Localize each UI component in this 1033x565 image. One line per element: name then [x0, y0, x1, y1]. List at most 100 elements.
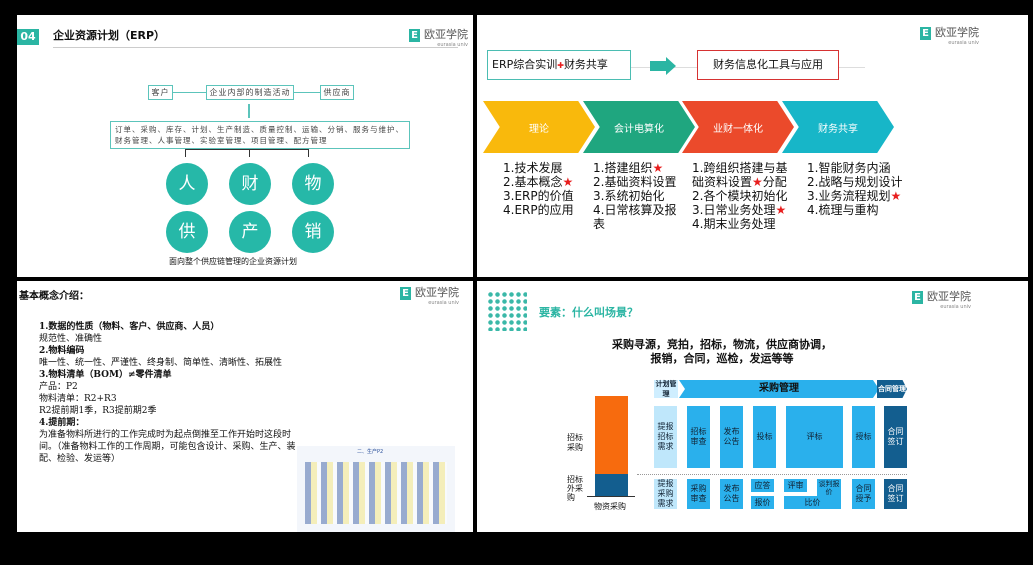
list-item: 1.技术发展 [503, 161, 563, 175]
step-review: 评审 [784, 479, 807, 492]
dots-decoration-icon [487, 291, 527, 331]
list-item: 3.日常业务处理★ [692, 203, 787, 217]
slide-title: 基本概念介绍： [19, 291, 89, 302]
logo-text: 欧亚学院 [927, 290, 971, 303]
scenario-subtitle: 采购寻源，竞拍，招标，物流，供应商协调， 报销，合同，巡检，发运等等 [577, 338, 867, 366]
title-rule [53, 47, 458, 48]
stage-accounting: 会计电算化 [583, 101, 695, 153]
slide-number: 04 [17, 29, 39, 45]
plus-icon: ✚ [557, 61, 564, 70]
concept-heading: 4.提前期： [39, 418, 85, 428]
step-price-compare: 比价 [784, 496, 841, 509]
header-procurement-management: 采购管理 [679, 380, 879, 398]
concepts-text: 1.数据的性质（物料、客户、供应商、人员） 规范性、准确性 2.物料编码 唯一性… [39, 321, 301, 465]
logo-subtext: eurasia univ [948, 40, 979, 46]
step-submit-purchase-demand: 提报采购需求 [654, 479, 677, 509]
step-negotiate-quote: 谈判报价 [817, 479, 841, 496]
circle-sales: 销 [292, 211, 334, 253]
connector [294, 92, 320, 93]
concept-heading: 3.物料清单（BOM）≠零件清单 [39, 370, 172, 380]
logo-text: 欧亚学院 [935, 26, 979, 39]
connector [249, 149, 250, 157]
step-publish-notice: 发布公告 [720, 406, 743, 468]
step-quote: 报价 [751, 496, 774, 509]
step-evaluation: 评标 [786, 406, 843, 468]
production-thumbnail: 二、生产P2 [297, 446, 455, 532]
list-item: 4.期末业务处理 [692, 217, 776, 231]
box-supplier: 供应商 [320, 85, 354, 100]
list-item: 1.搭建组织★ [593, 161, 664, 175]
concept-text: 规范性、准确性 [39, 334, 103, 344]
subtitle-line: 报销，合同，巡检，发运等等 [650, 352, 794, 365]
bar-segment-bid [595, 396, 628, 474]
circle-finance: 财 [229, 163, 271, 205]
erp-finance-box: ERP综合实训✚财务共享 [487, 50, 631, 80]
connector [248, 104, 250, 118]
concept-text: 为准备物料所进行的工作完成时为起点倒推至工作开始时这段时间。（准备物料工作的工作… [39, 430, 296, 464]
stage-theory: 理论 [483, 101, 595, 153]
list-item: 2.战略与规划设计 [807, 175, 903, 189]
finance-share-label: 财务共享 [563, 58, 608, 71]
thumbnail-grid [305, 462, 447, 524]
concept-text: 物料清单：R2+R3 [39, 394, 117, 404]
arrow-right-icon [650, 61, 666, 71]
list-item: 4.梳理与重构 [807, 203, 879, 217]
divider-dotted [637, 474, 907, 475]
logo-subtext: eurasia univ [437, 42, 468, 48]
subtitle-line: 采购寻源，竞拍，招标，物流，供应商协调， [612, 338, 832, 351]
rule [487, 67, 865, 68]
erp-label: ERP综合实训 [492, 58, 558, 71]
modules-box: 订单、采购、库存、计划、生产制造、质量控制、运输、分销、服务与维护、财务管理、人… [110, 121, 410, 149]
logo-text: 欧亚学院 [415, 286, 459, 299]
concept-heading: 1.数据的性质（物料、客户、供应商、人员） [39, 322, 220, 332]
list-item: 1.跨组织搭建与基础资料设置★分配 [692, 161, 788, 189]
logo-mark-icon: E [912, 291, 923, 304]
slide-title: 要素：什么叫场景？ [539, 306, 638, 319]
logo-mark-icon: E [400, 287, 411, 300]
list-item: 3.ERP的价值 [503, 189, 574, 203]
slide-title: 企业资源计划（ERP） [53, 29, 166, 42]
label-non-bid-procurement: 招标外采购 [567, 475, 583, 502]
label-bid-procurement: 招标采购 [567, 433, 583, 452]
caption: 面向整个供应链管理的企业资源计划 [169, 257, 297, 266]
logo-text: 欧亚学院 [424, 28, 468, 41]
circle-supply: 供 [166, 211, 208, 253]
circle-people: 人 [166, 163, 208, 205]
connector [185, 149, 309, 157]
step-response: 应答 [751, 479, 774, 492]
connector [173, 92, 206, 93]
arrow-right-icon-head [666, 57, 676, 75]
step-contract-sign-2: 合同签订 [884, 479, 907, 509]
concept-heading: 2.物料编码 [39, 346, 85, 356]
stage-shared-services: 财务共享 [782, 101, 894, 153]
list-item: 2.基本概念★ [503, 175, 574, 189]
list-item: 2.基础资料设置 [593, 175, 677, 189]
step-award: 授标 [852, 406, 875, 468]
target-course-box: 财务信息化工具与应用 [697, 50, 839, 80]
step-contract-award: 合同授予 [852, 479, 875, 509]
logo-mark-icon: E [409, 29, 420, 42]
list-item: 1.智能财务内涵 [807, 161, 891, 175]
concept-text: R2提前期1季，R3提前期2季 [39, 406, 157, 416]
stage-business-finance: 业财一体化 [682, 101, 794, 153]
step-purchase-review: 采购审查 [687, 479, 710, 509]
list-item: 3.系统初始化 [593, 189, 665, 203]
procurement-bar [595, 396, 628, 496]
list-item: 3.业务流程规划★ [807, 189, 902, 203]
thumbnail-title: 二、生产P2 [357, 449, 384, 455]
step-publish-notice-2: 发布公告 [720, 479, 743, 509]
bar-baseline [587, 496, 635, 497]
list-item: 4.日常核算及报表 [593, 203, 677, 231]
step-submit-bid-demand: 提报招标需求 [654, 406, 677, 468]
step-bidding: 投标 [753, 406, 776, 468]
circle-production: 产 [229, 211, 271, 253]
